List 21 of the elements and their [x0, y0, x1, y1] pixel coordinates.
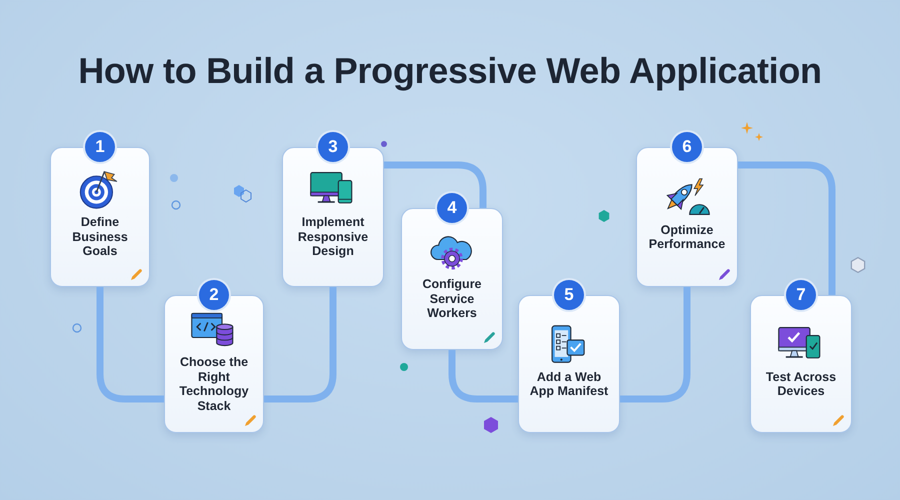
step-number: 2	[199, 280, 229, 310]
step-label: Configure Service Workers	[421, 277, 483, 321]
step-label: Test Across Devices	[764, 370, 838, 398]
connector-path	[384, 162, 486, 208]
connector-path	[264, 287, 336, 402]
step-label: Define Business Goals	[71, 215, 129, 259]
step-number: 6	[672, 132, 702, 162]
step-label: Choose the Right Technology Stack	[178, 355, 250, 413]
step-label: Implement Responsive Design	[296, 215, 370, 259]
connector-path	[96, 287, 164, 402]
step-number: 1	[85, 132, 115, 162]
step-label: Optimize Performance	[648, 222, 726, 252]
step-number: 5	[554, 280, 584, 310]
step-label: Add a Web App Manifest	[528, 370, 610, 398]
connector-path	[738, 162, 836, 295]
connector-path	[448, 350, 518, 402]
step-number: 4	[437, 193, 467, 223]
connector-path	[620, 287, 690, 402]
step-number: 3	[318, 132, 348, 162]
step-number: 7	[786, 280, 816, 310]
title: How to Build a Progressive Web Application	[78, 50, 822, 92]
